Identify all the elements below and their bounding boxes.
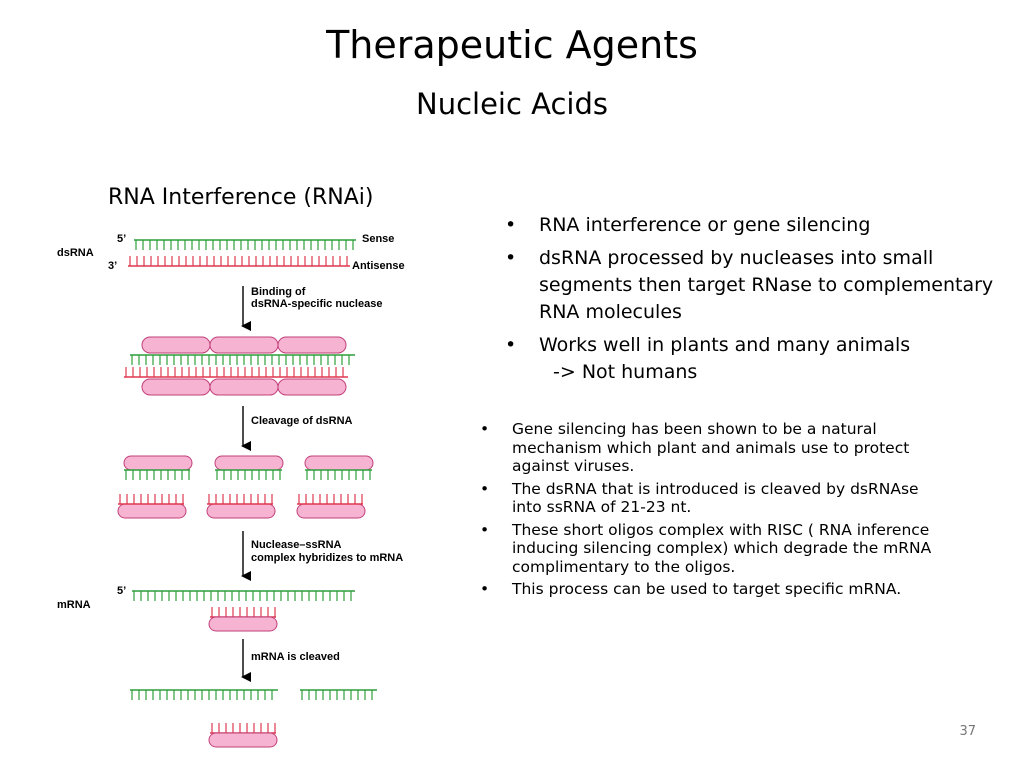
step-3-line-1: Nuclease–ssRNA bbox=[251, 539, 342, 551]
nuclease-top-2 bbox=[209, 336, 279, 354]
released-complex bbox=[208, 732, 278, 748]
nuclease-top-3 bbox=[277, 336, 347, 354]
nuclease-complex-bottom bbox=[141, 378, 347, 396]
cleaved-mrna bbox=[130, 689, 377, 734]
fragment-bottom-3 bbox=[296, 503, 366, 519]
slide-title: Therapeutic Agents bbox=[326, 23, 698, 67]
cleaved-fragments bbox=[117, 455, 374, 519]
antisense-label: Antisense bbox=[352, 260, 405, 272]
mrna-five-prime-label: 5’ bbox=[117, 585, 126, 597]
hybridized-complex bbox=[208, 616, 278, 632]
cleaved-strands bbox=[118, 469, 372, 505]
rnai-diagram: dsRNA 5’ 3’ Sense Antisense Binding of d… bbox=[57, 233, 405, 748]
fragment-bottom-2 bbox=[206, 503, 276, 519]
nuclease-complex-top bbox=[141, 336, 347, 354]
slide-subtitle: Nucleic Acids bbox=[416, 87, 608, 121]
main-bullet-2: dsRNA processed by nucleases into small … bbox=[495, 245, 995, 326]
detail-bullet-1: Gene silencing has been shown to be a na… bbox=[478, 420, 948, 476]
nuclease-bottom-1 bbox=[141, 378, 211, 396]
step-2-line-1: Cleavage of dsRNA bbox=[251, 415, 353, 427]
step-4-line-1: mRNA is cleaved bbox=[251, 651, 340, 663]
antisense-three-prime-label: 3’ bbox=[108, 260, 117, 272]
nuclease-bottom-2 bbox=[209, 378, 279, 396]
nuclease-bottom-3 bbox=[277, 378, 347, 396]
diagram-title: RNA Interference (RNAi) bbox=[108, 185, 374, 210]
fragment-top-2 bbox=[214, 455, 284, 471]
dsrna-label: dsRNA bbox=[57, 247, 94, 259]
fragment-bottom-1 bbox=[117, 503, 187, 519]
main-bullet-1: RNA interference or gene silencing bbox=[495, 212, 995, 239]
mrna-label: mRNA bbox=[57, 599, 91, 611]
main-bullet-3: Works well in plants and many animals bbox=[495, 332, 995, 359]
detail-bullet-4: This process can be used to target speci… bbox=[478, 580, 948, 599]
mrna-hybrid bbox=[132, 590, 355, 618]
sense-five-prime-label: 5’ bbox=[117, 233, 126, 245]
main-bullet-list: RNA interference or gene silencing dsRNA… bbox=[495, 212, 995, 392]
bound-antisense-strand bbox=[124, 367, 348, 378]
antisense-strand bbox=[128, 256, 350, 267]
fragment-top-1 bbox=[123, 455, 193, 471]
fragment-top-3 bbox=[304, 455, 374, 471]
page-number: 37 bbox=[959, 724, 976, 739]
sense-strand bbox=[134, 239, 356, 250]
nuclease-top-1 bbox=[141, 336, 211, 354]
detail-bullet-3: These short oligos complex with RISC ( R… bbox=[478, 521, 948, 577]
sense-label: Sense bbox=[362, 233, 394, 245]
detail-bullet-list: Gene silencing has been shown to be a na… bbox=[478, 420, 948, 603]
bound-sense-strand bbox=[130, 354, 355, 365]
step-1-line-2: dsRNA-specific nuclease bbox=[251, 298, 382, 310]
step-1-line-1: Binding of bbox=[251, 286, 306, 298]
step-3-line-2: complex hybridizes to mRNA bbox=[251, 552, 403, 564]
detail-bullet-2: The dsRNA that is introduced is cleaved … bbox=[478, 480, 948, 517]
main-sub-bullet: -> Not humans bbox=[553, 361, 698, 383]
